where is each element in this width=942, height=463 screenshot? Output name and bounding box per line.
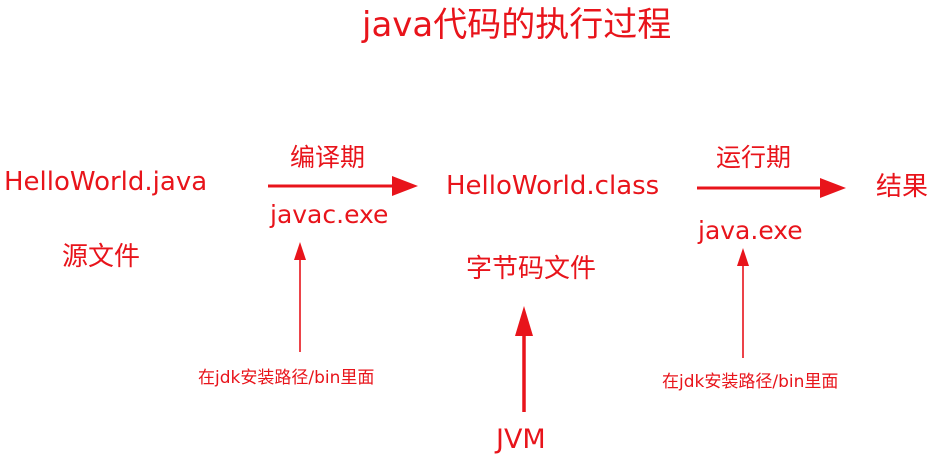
jvm-label: JVM bbox=[496, 424, 546, 455]
compile-phase-label: 编译期 bbox=[290, 143, 366, 172]
bytecode-file-desc: 字节码文件 bbox=[466, 254, 597, 284]
compile-tool-label: javac.exe bbox=[270, 200, 389, 229]
java-location-arrow-icon bbox=[737, 248, 749, 358]
run-tool-label: java.exe bbox=[698, 216, 803, 245]
compile-tool-location: 在jdk安装路径/bin里面 bbox=[198, 368, 375, 388]
bytecode-file-label: HelloWorld.class bbox=[446, 171, 660, 201]
compile-arrow-icon bbox=[268, 176, 418, 196]
source-file-desc: 源文件 bbox=[62, 242, 141, 272]
diagram-title: java代码的执行过程 bbox=[362, 5, 672, 45]
run-tool-location: 在jdk安装路径/bin里面 bbox=[662, 372, 839, 392]
result-label: 结果 bbox=[876, 172, 929, 202]
jvm-arrow-icon bbox=[515, 306, 533, 412]
run-arrow-icon bbox=[697, 178, 846, 198]
source-file-label: HelloWorld.java bbox=[4, 167, 208, 197]
javac-location-arrow-icon bbox=[294, 242, 306, 352]
run-phase-label: 运行期 bbox=[716, 143, 792, 172]
